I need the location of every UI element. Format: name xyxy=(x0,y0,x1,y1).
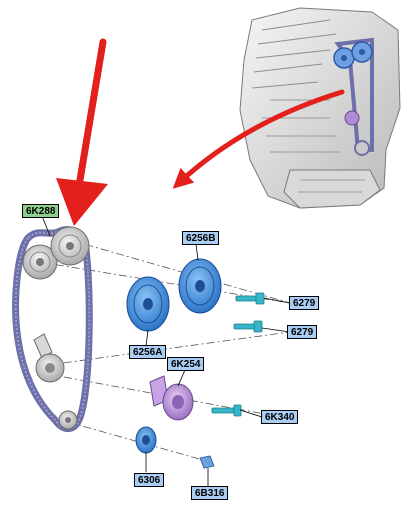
camshaft-sprocket-b xyxy=(178,258,222,314)
callout-timing-belt: 6K288 xyxy=(22,204,60,218)
callout-sprocket-bolt-lower: 6279 xyxy=(287,325,318,339)
belt-crank-pulley xyxy=(58,410,78,430)
belt-tensioner-part xyxy=(149,375,194,421)
leader-lines xyxy=(41,215,291,486)
red-pointer-arrow xyxy=(172,89,345,189)
callout-tensioner-bolt: 6K340 xyxy=(261,410,299,424)
belt-cam-pulley-left xyxy=(22,244,58,280)
crankshaft-sprocket xyxy=(135,426,157,454)
sprocket-bolt-lower xyxy=(233,320,263,333)
callout-crankshaft-sprocket: 6306 xyxy=(134,473,165,487)
engine-illustration xyxy=(239,7,401,209)
callout-sprocket-bolt-upper: 6279 xyxy=(289,296,320,310)
big-red-arrow xyxy=(56,38,108,226)
belt-tensioner xyxy=(33,333,65,383)
callout-camshaft-sprocket-b: 6256B xyxy=(182,231,220,245)
callout-crank-sensor-wheel: 6B316 xyxy=(191,486,229,500)
engine-cam-pulleys xyxy=(333,41,373,69)
tensioner-bolt xyxy=(211,404,242,417)
callout-tensioner: 6K254 xyxy=(167,357,205,371)
callout-camshaft-sprocket-a: 6256A xyxy=(129,345,167,359)
camshaft-sprocket-a xyxy=(126,276,170,332)
sprocket-bolt-upper xyxy=(235,292,265,305)
crank-sensor-wheel xyxy=(199,455,215,469)
belt-cam-pulley-right xyxy=(50,226,90,266)
